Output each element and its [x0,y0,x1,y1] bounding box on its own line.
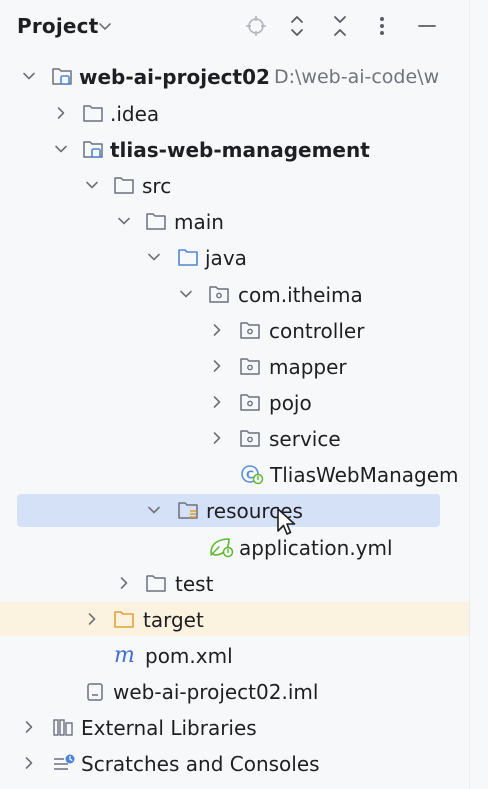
module-file-icon [87,683,103,701]
tree-item-controller[interactable]: controller [0,313,470,347]
module-folder-icon [83,141,103,158]
project-header: Project [0,0,488,56]
tree-item-external-libraries[interactable]: External Libraries [0,710,470,744]
tree-item-label: web-ai-project02.iml [113,680,319,704]
excluded-folder-icon [114,611,134,628]
expand-all-icon[interactable] [283,12,311,40]
excluded-highlight [0,602,470,636]
chevron-down-icon[interactable] [54,142,68,156]
tree-item-label: pom.xml [145,644,233,668]
folder-icon [83,105,103,122]
tree-item-label: TliasWebManagem [270,463,459,487]
module-folder-icon [52,68,72,85]
project-path: D:\web-ai-code\w [274,66,440,88]
tree-item-target[interactable]: target [0,602,470,636]
package-icon [240,358,260,375]
tree-item-label: pojo [269,391,312,415]
chevron-right-icon[interactable] [117,576,131,590]
tree-item-module[interactable]: tlias-web-management [0,132,470,166]
tree-item-label: .idea [110,102,160,126]
chevron-down-icon[interactable] [147,250,161,264]
package-icon [240,394,260,411]
tree-item-label: main [174,210,224,234]
tree-item-app-class[interactable]: C TliasWebManagem [0,457,470,491]
collapse-all-icon[interactable] [326,12,354,40]
spring-boot-class-icon: C [241,465,264,485]
package-icon [240,430,260,447]
chevron-down-icon[interactable] [98,19,112,33]
tree-item-label: src [142,174,172,198]
tree-item-label: test [175,572,214,596]
tree-item-scratches[interactable]: Scratches and Consoles [0,746,470,780]
svg-text:m: m [114,644,135,666]
tree-item-label: java [205,246,247,270]
panel-divider [469,0,470,789]
project-title[interactable]: Project [17,14,99,38]
svg-text:C: C [246,469,254,482]
tree-item-java[interactable]: java [0,240,470,274]
tree-item-pojo[interactable]: pojo [0,385,470,419]
hide-icon[interactable] [413,12,441,40]
mouse-cursor-icon [277,508,296,535]
tree-item-label: controller [269,319,365,343]
options-icon[interactable] [368,12,396,40]
chevron-down-icon[interactable] [117,214,131,228]
folder-icon [114,177,134,194]
tree-item-main[interactable]: main [0,204,470,238]
chevron-right-icon[interactable] [210,359,224,373]
folder-icon [146,575,166,592]
selection-highlight [17,494,440,527]
tree-item-label: External Libraries [81,716,257,740]
tree-item-package[interactable]: com.itheima [0,277,470,311]
library-icon [53,719,73,736]
chevron-down-icon[interactable] [22,69,36,83]
tree-item-label: web-ai-project02 [79,65,270,89]
maven-icon: m [114,644,135,666]
tree-item-application-yml[interactable]: application.yml [0,530,470,564]
chevron-right-icon[interactable] [210,431,224,445]
tree-item-root[interactable]: web-ai-project02 D:\web-ai-code\w [0,59,470,93]
tree-item-pom[interactable]: m pom.xml [0,638,470,672]
chevron-right-icon[interactable] [22,756,36,770]
source-folder-icon [178,249,198,266]
tree-item-iml[interactable]: web-ai-project02.iml [0,674,470,708]
chevron-down-icon[interactable] [85,178,99,192]
tree-item-label: Scratches and Consoles [81,752,320,776]
tree-item-label: application.yml [239,536,393,560]
locate-icon[interactable] [242,12,270,40]
tree-item-idea[interactable]: .idea [0,96,470,130]
tree-item-service[interactable]: service [0,421,470,455]
resources-folder-icon [178,502,198,519]
tree-item-src[interactable]: src [0,168,470,202]
package-icon [240,322,260,339]
tree-item-mapper[interactable]: mapper [0,349,470,383]
chevron-right-icon[interactable] [22,720,36,734]
tree-item-label: mapper [269,355,347,379]
chevron-right-icon[interactable] [85,612,99,626]
tree-item-label: com.itheima [238,283,363,307]
chevron-right-icon[interactable] [210,395,224,409]
package-icon [209,286,229,303]
chevron-down-icon[interactable] [179,287,193,301]
tree-item-label: tlias-web-management [110,138,370,162]
chevron-down-icon[interactable] [147,503,161,517]
tree-item-label: service [269,427,341,451]
scratches-icon [54,754,75,770]
tree-item-name: idea [116,102,160,126]
tree-item-resources[interactable]: resources [0,493,470,527]
chevron-right-icon[interactable] [54,106,68,120]
tree-item-test[interactable]: test [0,566,470,600]
folder-icon [146,213,166,230]
spring-config-icon [210,538,234,558]
chevron-right-icon[interactable] [210,323,224,337]
tree-item-label: target [143,608,204,632]
